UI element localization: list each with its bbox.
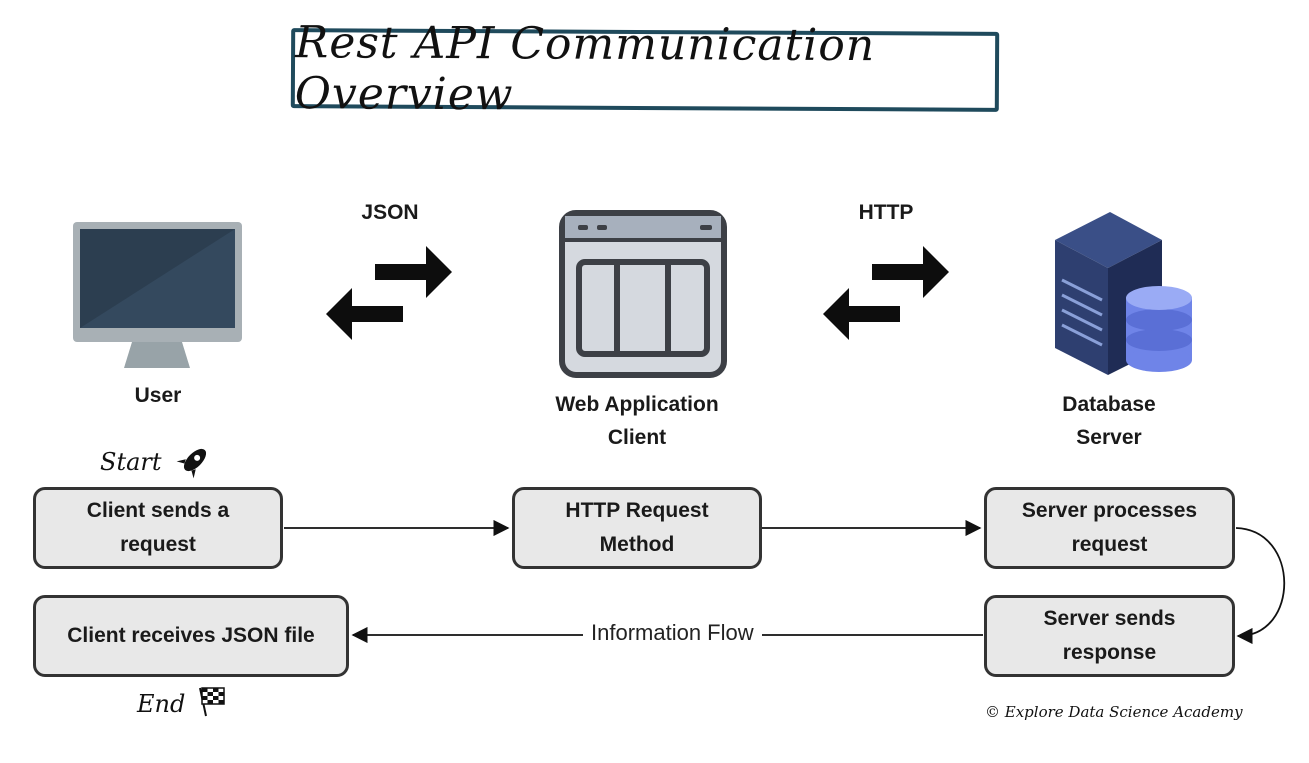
browser-window-icon: [559, 210, 727, 378]
step-client-receives-json: Client receives JSON file: [33, 595, 349, 677]
database-icon: [1126, 286, 1192, 372]
monitor-icon: [73, 222, 242, 368]
rocket-icon: [176, 448, 207, 479]
end-label: End: [137, 690, 186, 718]
start-label: Start: [100, 448, 162, 476]
swap-arrows-icon: [326, 246, 452, 340]
json-label: JSON: [361, 201, 419, 224]
connector-arrow: [1235, 527, 1286, 645]
database-server-label: Database Server: [1062, 393, 1156, 449]
http-label: HTTP: [858, 201, 914, 224]
checkered-flag-icon: [199, 687, 225, 717]
web-app-label: Web Application Client: [555, 393, 719, 449]
swap-arrows-icon: [823, 246, 949, 340]
information-flow-label: Information Flow: [583, 620, 762, 646]
user-label: User: [134, 384, 182, 407]
copyright-notice: © Explore Data Science Academy: [985, 703, 1243, 721]
